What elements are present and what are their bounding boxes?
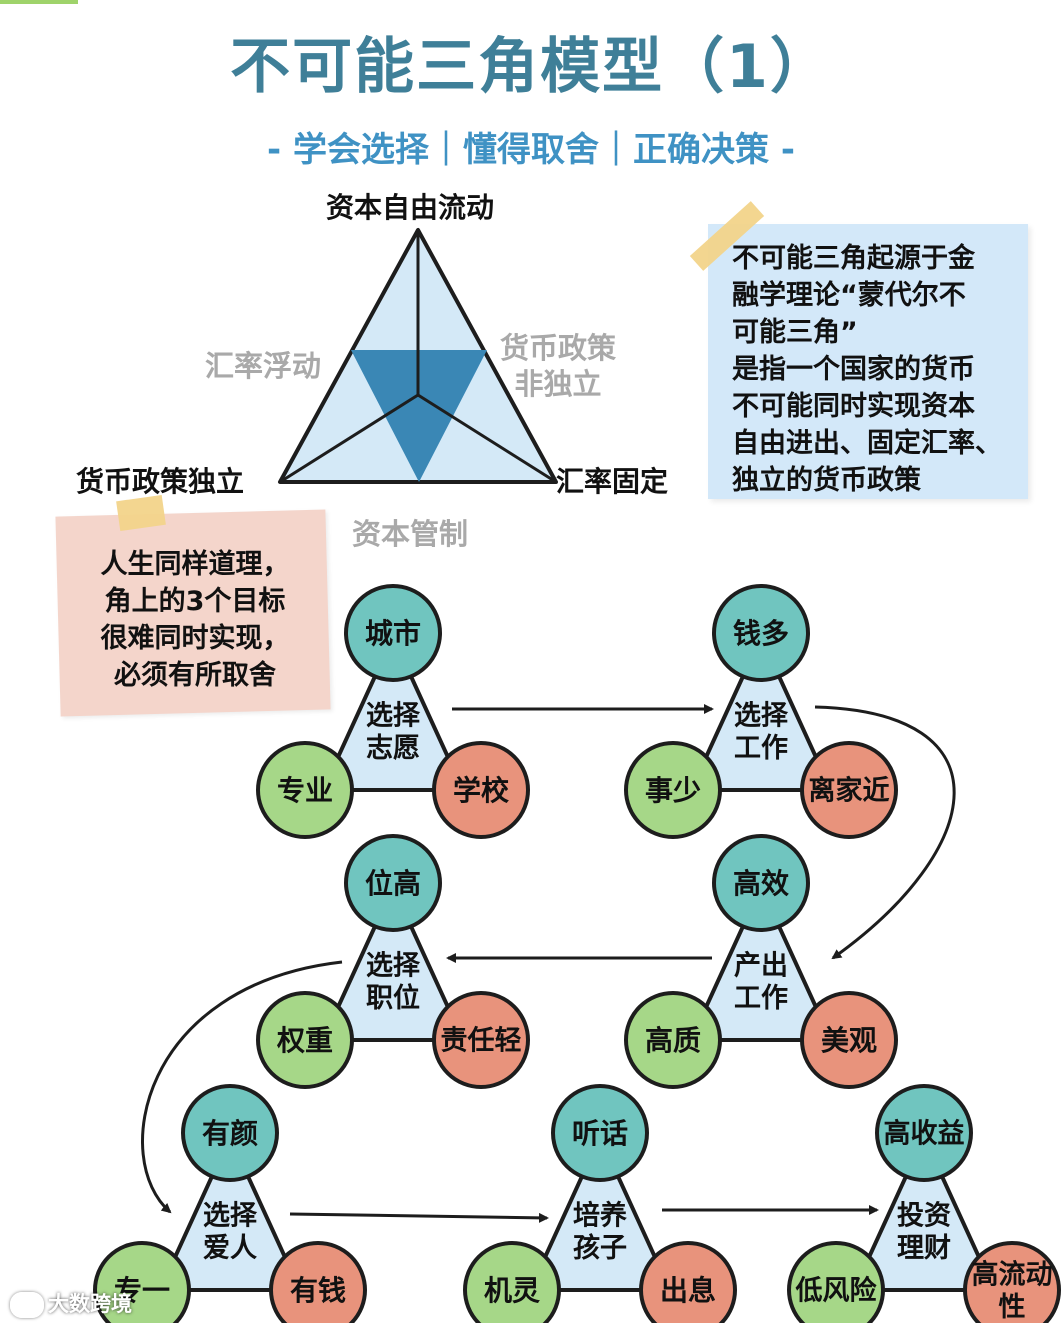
triad-node-right-label: 离家近 — [809, 775, 890, 807]
triad-center-label: 培养孩子 — [573, 1200, 627, 1264]
triad-node-left-circle — [256, 741, 354, 839]
watermark-text: 大数跨境 — [48, 1292, 132, 1316]
triad-node-top-label: 听话 — [572, 1117, 628, 1150]
triad-node-left-circle — [624, 741, 722, 839]
page-title: 不可能三角模型（1） — [230, 32, 832, 102]
vertex-top-label: 资本自由流动 — [326, 191, 495, 224]
triad-triangle — [528, 1135, 672, 1292]
triad-node-left-circle — [787, 1241, 885, 1323]
triad-node-left-label: 专一 — [114, 1274, 170, 1307]
arrow-4-to-5 — [141, 960, 343, 1214]
vertex-right-label: 汇率固定 — [556, 465, 669, 498]
triad-node-top-circle — [712, 584, 810, 682]
triad-center-label: 选择职位 — [366, 951, 421, 1014]
triad-node-left-label: 事少 — [645, 774, 701, 807]
triad-node-left-label: 机灵 — [484, 1274, 540, 1307]
flow-arrows — [141, 704, 956, 1223]
triad-node-right-label: 责任轻 — [441, 1026, 522, 1057]
triad-node-top-circle — [712, 834, 810, 932]
triad-center-label: 选择爱人 — [203, 1201, 258, 1264]
tape-pink-note — [116, 494, 166, 532]
life-note-text: 人生同样道理， 角上的3个目标 很难同时实现， 必须有所取舍 — [100, 549, 290, 691]
triad-node-top-label: 有颜 — [202, 1117, 258, 1150]
triad-node-top-circle — [875, 1084, 973, 1182]
triad-node-top-circle — [181, 1084, 279, 1182]
triad-node-right-circle — [963, 1241, 1061, 1323]
triad-center-label: 选择工作 — [734, 701, 789, 764]
triad-triangle — [158, 1135, 302, 1292]
triad-node-left-circle — [463, 1241, 561, 1323]
definition-note — [708, 224, 1028, 499]
triad-triangle — [852, 1135, 996, 1292]
top-accent-bar — [0, 0, 78, 4]
impossible-trinity-triangle — [278, 228, 558, 484]
triad-triangle — [321, 885, 465, 1042]
triad-node-left-circle — [256, 991, 354, 1089]
triad-triangle — [689, 885, 833, 1042]
side-right-label: 货币政策 非独立 — [500, 331, 617, 401]
triad-node-right-circle — [432, 741, 530, 839]
watermark: 大数跨境 — [10, 1288, 132, 1318]
triad-node-right-circle — [432, 991, 530, 1089]
triad-node-right-label: 学校 — [453, 774, 510, 807]
triad-triangle — [321, 635, 465, 792]
triad-node-left-label: 权重 — [276, 1024, 333, 1057]
vertex-left-label: 货币政策独立 — [76, 465, 245, 498]
page-subtitle: - 学会选择｜懂得取舍｜正确决策 - — [267, 130, 795, 170]
triad-node-right-circle — [269, 1241, 367, 1323]
triad-node-top-circle — [551, 1084, 649, 1182]
side-bottom-label: 资本管制 — [352, 517, 469, 551]
inverted-triangle — [351, 350, 487, 482]
triad-node-top-label: 城市 — [365, 617, 421, 650]
triad-node-right-circle — [639, 1241, 737, 1323]
triad-node-top-label: 高效 — [733, 867, 789, 900]
triad-node-left-label: 专业 — [277, 774, 333, 807]
triad-node-left-circle — [93, 1241, 191, 1323]
triad-node-top-label: 高收益 — [884, 1118, 965, 1150]
side-left-label: 汇率浮动 — [205, 349, 322, 383]
arrow-5-to-6 — [289, 1212, 549, 1223]
triad-node-top-label: 钱多 — [733, 617, 789, 650]
triad-node-top-label: 位高 — [365, 867, 421, 900]
triad-node-right-circle — [800, 991, 898, 1089]
triad-node-right-circle — [800, 741, 898, 839]
median-left — [279, 393, 419, 484]
triad-node-top-circle — [344, 834, 442, 932]
triad-node-right-label: 美观 — [821, 1024, 877, 1057]
triad-node-right-label: 有钱 — [290, 1274, 346, 1307]
triad-node-top-circle — [344, 584, 442, 682]
triad-triangle — [689, 635, 833, 792]
triad-center-label: 投资理财 — [897, 1201, 951, 1264]
median-right — [417, 393, 557, 484]
triad-center-label: 选择志愿 — [366, 701, 421, 764]
triad-node-left-label: 低风险 — [795, 1275, 878, 1307]
triad-node-right-label: 出息 — [660, 1274, 716, 1307]
arrow-2-to-3 — [814, 705, 956, 960]
triad-node-left-circle — [624, 991, 722, 1089]
triad-center-label: 产出工作 — [734, 951, 788, 1014]
watermark-logo-icon — [10, 1292, 44, 1318]
triad-node-right-label: 高流动性 — [972, 1259, 1053, 1323]
triad-node-left-label: 高质 — [645, 1024, 701, 1057]
definition-note-text: 不可能三角起源于金 融学理论“蒙代尔不 可能三角” 是指一个国家的货币 不可能同… — [732, 243, 1002, 496]
